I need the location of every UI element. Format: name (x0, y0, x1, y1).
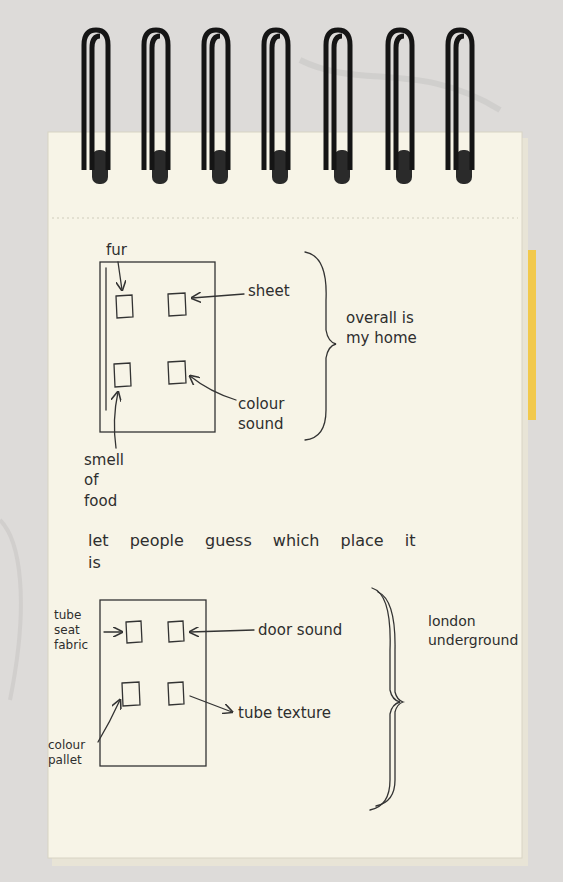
handwritten-note: tube seat fabric (54, 608, 100, 653)
handwritten-note: london underground (428, 612, 528, 650)
handwritten-note: colour sound (238, 394, 298, 435)
handwritten-note: overall is my home (346, 308, 441, 349)
handwritten-note: tube texture (238, 703, 358, 723)
handwritten-note: let people guess which place it is (88, 530, 418, 573)
handwritten-note: fur (106, 240, 166, 260)
handwritten-note: door sound (258, 620, 368, 640)
handwritten-note: colour pallet (48, 738, 103, 768)
handwritten-note: smell of food (84, 450, 134, 511)
handwritten-note: sheet (248, 281, 328, 301)
